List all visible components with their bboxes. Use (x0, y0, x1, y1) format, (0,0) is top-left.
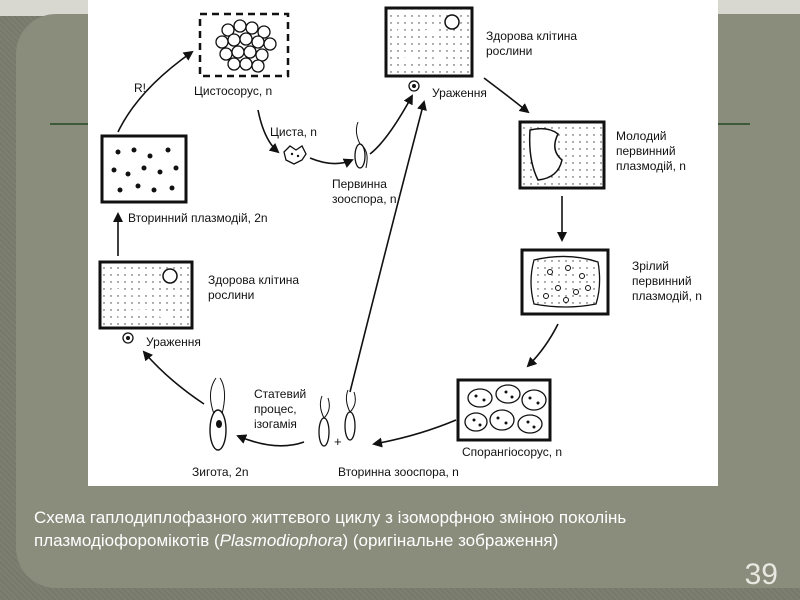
label-primary-zoo-2: зооспора, n (332, 192, 397, 206)
arrow-to-zygote (236, 434, 305, 447)
sporangiosorus-cell (456, 378, 552, 442)
arrow-to-cyst (257, 109, 280, 154)
page-number: 39 (744, 558, 778, 591)
label-secondary-plas: Вторинний плазмодій, 2n (128, 211, 268, 225)
label-cystosorus: Цистосорус, n (194, 84, 272, 98)
caption-text-1: Схема гаплодиплофазного життєвого циклу … (34, 508, 627, 550)
arrow-to-infection-top (369, 94, 413, 155)
label-healthy-top-1: Здорова клітина (486, 29, 577, 43)
label-mature-plas-3: плазмодій, n (632, 289, 702, 303)
young-plasmodium-cell (518, 120, 606, 190)
label-infection-left: Ураження (146, 335, 201, 349)
caption-genus: Plasmodiophora (219, 531, 343, 550)
title-rule-left (50, 123, 90, 125)
title-rule-right (716, 123, 750, 125)
label-primary-zoo-1: Первинна (332, 177, 387, 191)
label-infection-top: Ураження (432, 86, 487, 100)
cystosorus-cell (198, 12, 290, 78)
zygote-icon (209, 377, 227, 451)
label-sexual-2: процес, (254, 402, 297, 416)
label-healthy-left-2: рослини (208, 288, 254, 302)
arrow-to-zoospore (309, 157, 354, 168)
primary-zoospore-icon (354, 121, 368, 169)
secondary-zoospore-icons (318, 389, 356, 447)
label-sporangiosorus: Спорангіосорус, n (462, 445, 562, 459)
label-cyst: Циста, n (270, 125, 317, 139)
cycle-arrows (113, 50, 567, 448)
mature-plasmodium-cell (520, 248, 610, 316)
life-cycle-diagram: Цистосорус, n Здорова клітина рослини Ур… (88, 0, 718, 486)
slide-caption: Схема гаплодиплофазного життєвого циклу … (34, 506, 774, 552)
cyst-icon (283, 145, 307, 165)
caption-text-2: ) (оригінальне зображення) (342, 531, 559, 550)
label-healthy-top-2: рослини (486, 44, 532, 58)
label-young-plas-3: плазмодій, n (616, 159, 686, 173)
arrow-zoospore-reinfect (349, 100, 427, 393)
healthy-cell-left (98, 260, 194, 344)
arrow-to-young (483, 77, 530, 114)
label-r-mark: R! (134, 81, 146, 95)
arrow-to-sporangiosorus (526, 323, 559, 368)
label-zygote: Зигота, 2n (192, 465, 249, 479)
label-sexual-3: ізогамія (254, 417, 297, 431)
healthy-cell-top (384, 6, 474, 92)
label-young-plas-1: Молодий (616, 129, 667, 143)
arrow-to-infection-left (142, 350, 205, 405)
label-plus: + (334, 434, 342, 449)
label-mature-plas-1: Зрілий (632, 259, 669, 273)
label-young-plas-2: первинний (616, 144, 676, 158)
label-mature-plas-2: первинний (632, 274, 692, 288)
secondary-plasmodium-cell (100, 134, 188, 204)
arrow-to-gametes (372, 419, 457, 448)
label-secondary-zoo: Вторинна зооспора, n (338, 465, 459, 479)
arrow-to-cystosorus (117, 50, 194, 133)
diagram-svg: Цистосорус, n Здорова клітина рослини Ур… (98, 6, 702, 479)
label-healthy-left-1: Здорова клітина (208, 273, 299, 287)
label-sexual-1: Статевий (254, 387, 306, 401)
